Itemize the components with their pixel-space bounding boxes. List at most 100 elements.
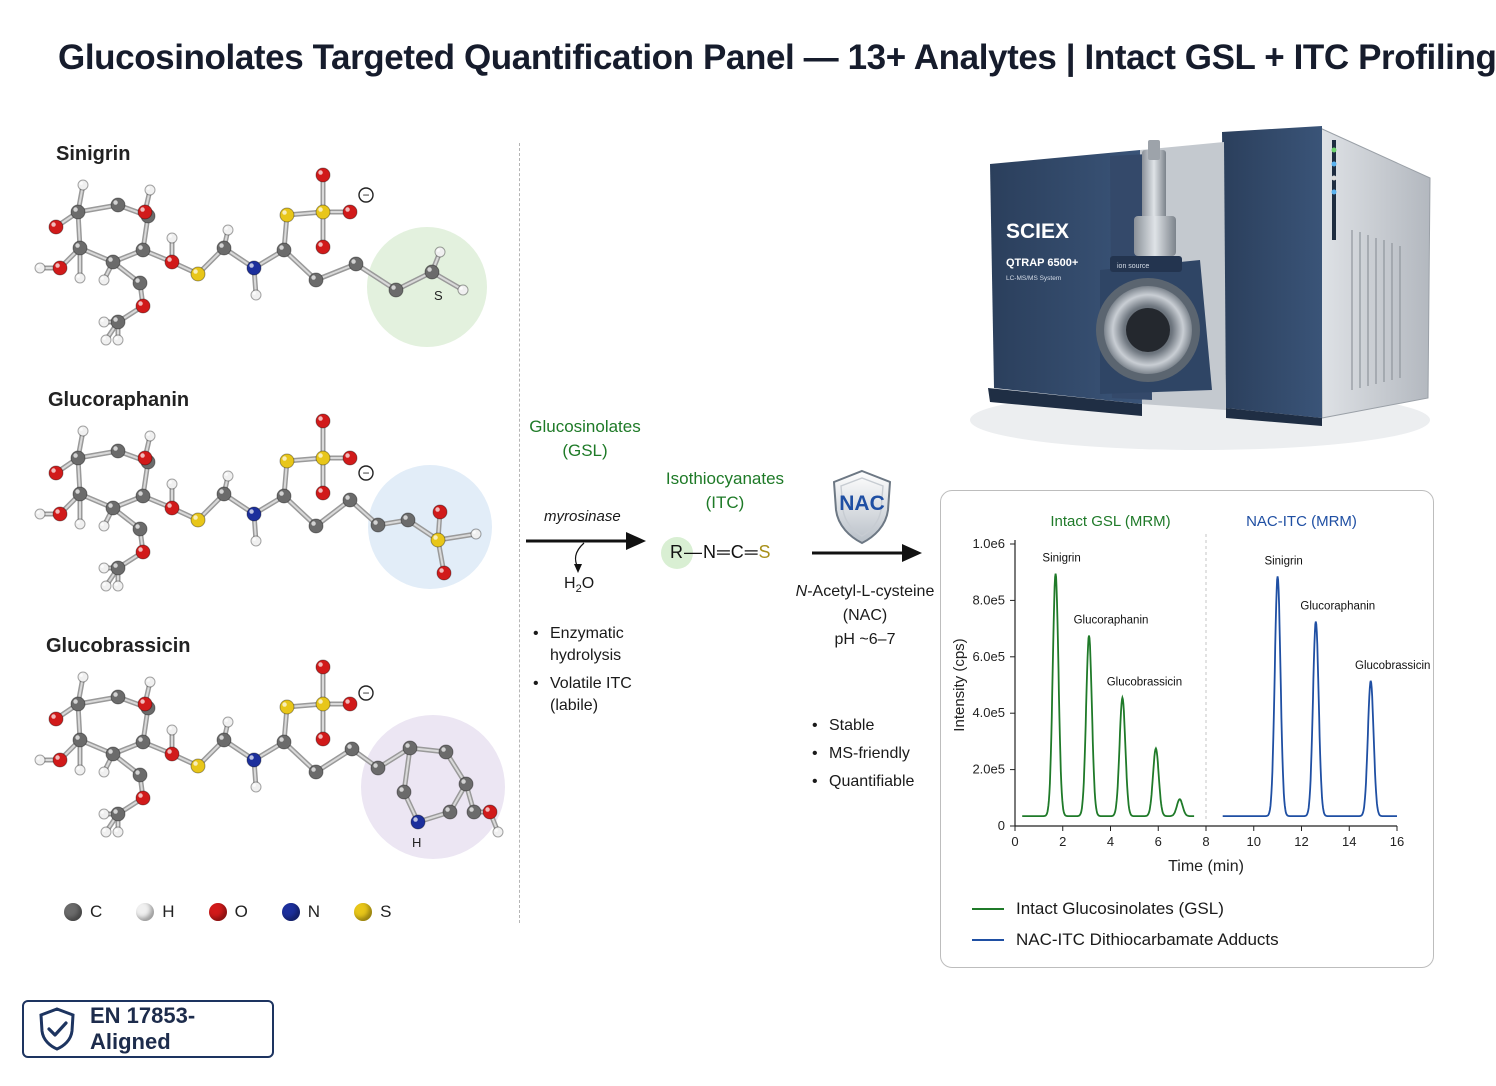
peak-label: Glucoraphanin — [1074, 615, 1149, 627]
atom-shine — [113, 809, 118, 814]
list-item: Volatile ITC (labile) — [533, 673, 643, 717]
atom-c — [308, 518, 324, 534]
y-tick-label: 6.0e5 — [972, 649, 1005, 664]
atom-shine — [102, 336, 106, 340]
instrument-brand: SCIEX — [1006, 220, 1069, 243]
atom-h — [74, 764, 86, 776]
y-tick-label: 2.0e5 — [972, 762, 1005, 777]
atom-o — [164, 254, 180, 270]
hydrogen-atom-icon — [136, 903, 155, 921]
gsl-series-swatch — [972, 908, 1004, 910]
x-tick-label: 16 — [1390, 834, 1404, 849]
nac-description: N-Acetyl-L-cysteine (NAC) pH ~6–7 — [795, 583, 935, 648]
atom-shine — [435, 507, 440, 512]
atom-shine — [108, 503, 113, 508]
atom-shine — [279, 245, 284, 250]
atom-s — [279, 207, 295, 223]
ion-source-label: ion source — [1117, 263, 1149, 270]
status-light-icon — [1331, 161, 1337, 167]
atom-o — [315, 413, 331, 429]
atom-n — [246, 752, 262, 768]
atom-shine — [51, 222, 56, 227]
atom-h — [74, 518, 86, 530]
atom-shine — [108, 749, 113, 754]
atom-shine — [140, 453, 145, 458]
atom-h — [77, 179, 89, 191]
atom-h — [222, 470, 234, 482]
atom-h — [144, 430, 156, 442]
atom-shine — [135, 278, 140, 283]
itc-label: Isothiocyanates(ITC) — [665, 469, 785, 512]
water-arrowhead-icon — [574, 564, 582, 573]
atom-h — [100, 334, 112, 346]
atom-h — [457, 284, 469, 296]
x-tick-label: 8 — [1202, 834, 1209, 849]
molecule-name-sinigrin: Sinigrin — [56, 143, 131, 165]
reaction-arrows — [526, 532, 922, 573]
status-light-icon — [1331, 147, 1337, 153]
atom-shine — [102, 828, 106, 832]
atom-shine — [494, 828, 498, 832]
panel-title-1: NAC-ITC (MRM) — [1246, 513, 1357, 530]
atom-shine — [76, 274, 80, 278]
atom-c — [110, 443, 126, 459]
atom-shine — [224, 226, 228, 230]
atom-s — [190, 512, 206, 528]
chart-legend-nac-itc: NAC-ITC Dithiocarbamate Adducts — [972, 930, 1279, 950]
atom-shine — [100, 276, 104, 280]
y-tick-label: 1.0e6 — [972, 536, 1005, 551]
atom-shine — [113, 563, 118, 568]
atom-shine — [168, 234, 172, 238]
atom-s — [279, 453, 295, 469]
atom-o — [342, 450, 358, 466]
atom-c — [132, 767, 148, 783]
atom-h — [98, 808, 110, 820]
atom-c — [400, 512, 416, 528]
atom-c — [70, 450, 86, 466]
itc-r-group-highlight — [661, 537, 693, 569]
badge-label: EN 17853-Aligned — [90, 1003, 196, 1054]
atom-h — [250, 781, 262, 793]
gsl-properties-list: Enzymatic hydrolysis Volatile ITC (labil… — [533, 623, 643, 723]
atom-h — [98, 520, 110, 532]
list-item: Stable — [812, 715, 932, 737]
hydrolysis-arrowhead-icon — [626, 532, 646, 550]
atom-o — [52, 752, 68, 768]
atom-c — [110, 197, 126, 213]
atom-shine — [318, 453, 323, 458]
atom-shine — [100, 522, 104, 526]
x-tick-label: 6 — [1155, 834, 1162, 849]
atom-h — [144, 676, 156, 688]
side-chain-highlight — [367, 227, 487, 347]
atom-c — [402, 740, 418, 756]
atom-shine — [113, 692, 118, 697]
nac-properties-list: Stable MS-friendly Quantifiable — [812, 715, 932, 799]
bond-highlight — [315, 748, 353, 773]
atom-c — [396, 784, 412, 800]
atom-shine — [311, 275, 316, 280]
atom-shine — [405, 743, 410, 748]
atom-o — [342, 696, 358, 712]
page-title: Glucosinolates Targeted Quantification P… — [58, 38, 1496, 77]
atom-shine — [249, 755, 254, 760]
atom-shine — [114, 828, 118, 832]
atom-shine — [441, 747, 446, 752]
nac-shield-icon — [832, 469, 892, 545]
atom-shine — [224, 472, 228, 476]
atom-shine — [114, 582, 118, 586]
atom-shine — [279, 491, 284, 496]
bond-highlight — [283, 495, 317, 527]
atom-shine — [76, 520, 80, 524]
atom-o — [48, 711, 64, 727]
peak-label: Sinigrin — [1042, 553, 1080, 565]
atom-c — [135, 488, 151, 504]
carbon-atom-icon — [64, 903, 82, 921]
atom-h — [250, 289, 262, 301]
atom-shine — [282, 702, 287, 707]
atom-shine — [345, 699, 350, 704]
negative-charge-label: − — [362, 188, 369, 202]
atom-h — [222, 224, 234, 236]
atom-shine — [219, 489, 224, 494]
atom-c — [466, 804, 482, 820]
atom-shine — [318, 734, 323, 739]
